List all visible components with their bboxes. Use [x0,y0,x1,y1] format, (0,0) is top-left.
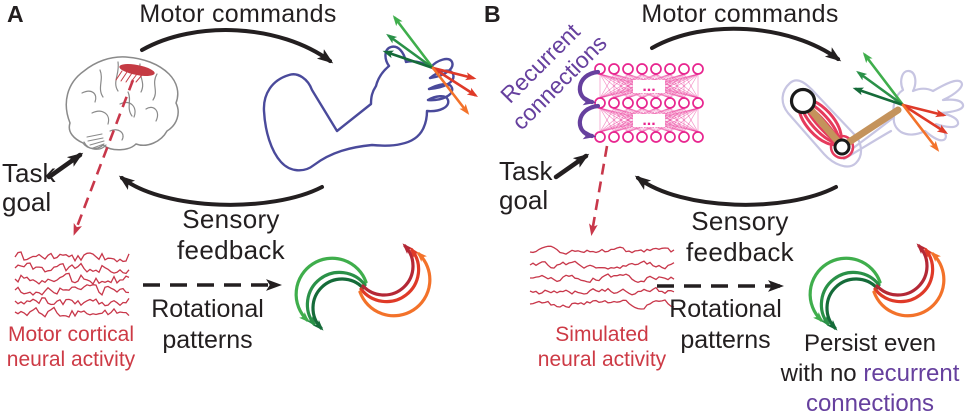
recurrent-connection-arrows-icon [577,69,601,140]
joints [789,87,851,156]
musculoskeletal-arm-icon [781,69,965,168]
recorded-activity-arrow-b [589,145,609,236]
motor-commands-arrow-b [650,26,842,62]
rotational-patterns-label-b: Rotational patterns [669,295,782,354]
task-goal-arrow-b [553,153,590,180]
neural-network-icon: ... ... [577,63,704,143]
neural-traces-icon-b [529,245,675,310]
neural-traces-icon-a [14,251,130,318]
motor-commands-label-b: Motor commands [641,0,839,28]
svg-text:...: ... [642,78,655,95]
recorded-activity-arrow-a [73,79,135,236]
neural-activity-label-a: Motor cortical neural activity [6,323,136,371]
motor-commands-label-a: Motor commands [139,0,337,28]
arm-outline [781,69,965,168]
motor-commands-arrow-a [140,28,334,64]
task-goal-label-a: Task goal [2,158,56,217]
persist-note: Persist even with no recurrent connectio… [780,330,960,414]
neural-activity-label-b: Simulated neural activity [537,323,667,371]
svg-text:...: ... [642,112,655,129]
rotational-patterns-label-a: Rotational patterns [151,295,264,354]
brain-icon [65,56,179,151]
network-ellipsis: ... ... [633,78,665,129]
task-goal-label-b: Task goal [499,156,553,215]
panel-a-label: A [7,1,24,27]
sensory-feedback-arrow-a [118,175,324,207]
sensory-feedback-label-a: Sensory feedback [177,204,285,265]
sensory-feedback-arrow-b [634,175,838,207]
panel-b-label: B [484,1,501,27]
sensory-feedback-label-b: Sensory feedback [686,206,794,267]
task-goal-arrow-a [46,152,84,180]
